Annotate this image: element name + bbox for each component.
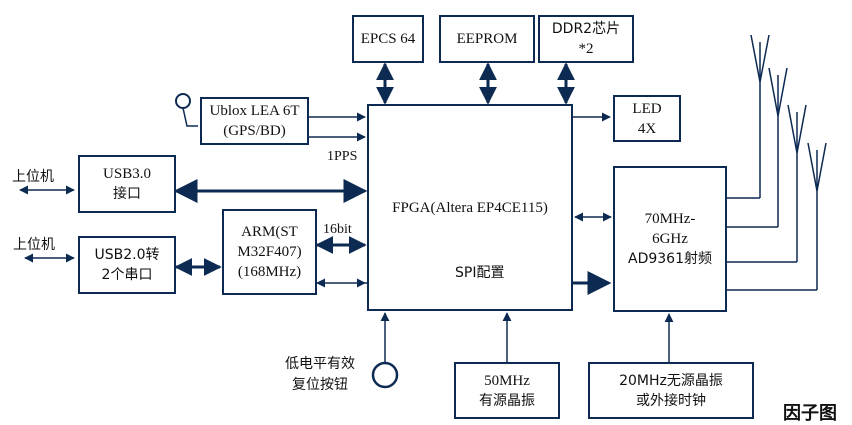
ad9361-block: 70MHz- 6GHz AD9361射频: [613, 166, 727, 312]
fpga-block: FPGA(Altera EP4CE115): [367, 104, 573, 311]
host-label-usb20: 上位机: [13, 237, 55, 253]
osc20-sub: 或外接时钟: [636, 392, 706, 409]
spi-config-label: SPI配置: [455, 265, 505, 281]
usb30-sub: 接口: [113, 186, 141, 202]
ddr2-block: DDR2芯片 *2: [538, 15, 634, 63]
usb20-label: USB2.0转: [94, 247, 160, 263]
usb20-sub: 2个串口: [101, 267, 153, 283]
epcs-block: EPCS 64: [352, 15, 424, 63]
arm-clock: (168MHz): [237, 264, 302, 280]
arm-part: M32F407): [237, 244, 302, 260]
ddr2-label: DDR2芯片: [551, 21, 621, 37]
usb30-label: USB3.0: [103, 166, 151, 182]
osc20-label: 20MHz无源晶振: [619, 372, 723, 389]
led-block: LED 4X: [613, 95, 681, 142]
ublox-label: Ublox LEA 6T: [209, 103, 300, 119]
ublox-block: Ublox LEA 6T (GPS/BD): [200, 97, 309, 145]
osc50-block: 50MHz 有源晶振: [454, 362, 560, 419]
epcs-label: EPCS 64: [360, 31, 416, 47]
pps-label: 1PPS: [327, 149, 358, 164]
ad9361-freq: 70MHz-: [644, 211, 696, 227]
osc20-block: 20MHz无源晶振 或外接时钟: [588, 362, 754, 419]
ublox-sub: (GPS/BD): [223, 123, 286, 139]
eeprom-block: EEPROM: [439, 15, 535, 63]
host-label-usb30: 上位机: [12, 169, 54, 185]
ddr2-count: *2: [578, 41, 594, 57]
reset-label-line2: 复位按钮: [292, 377, 348, 393]
arm-block: ARM(ST M32F407) (168MHz): [222, 209, 317, 295]
led-label: LED: [632, 100, 662, 117]
osc50-label: 有源晶振: [479, 392, 535, 409]
ad9361-freq2: 6GHz: [652, 231, 688, 247]
watermark: 因子图: [783, 403, 837, 424]
usb20-block: USB2.0转 2个串口: [78, 236, 176, 294]
led-count: 4X: [637, 120, 657, 137]
usb30-block: USB3.0 接口: [78, 155, 176, 213]
eeprom-label: EEPROM: [456, 31, 518, 47]
ad9361-label: AD9361射频: [628, 251, 712, 267]
arm-label: ARM(ST: [241, 224, 298, 240]
osc50-freq: 50MHz: [484, 372, 530, 389]
bus-width-label: 16bit: [323, 222, 352, 237]
fpga-label: FPGA(Altera EP4CE115): [392, 199, 548, 216]
reset-label-line1: 低电平有效: [285, 356, 355, 372]
